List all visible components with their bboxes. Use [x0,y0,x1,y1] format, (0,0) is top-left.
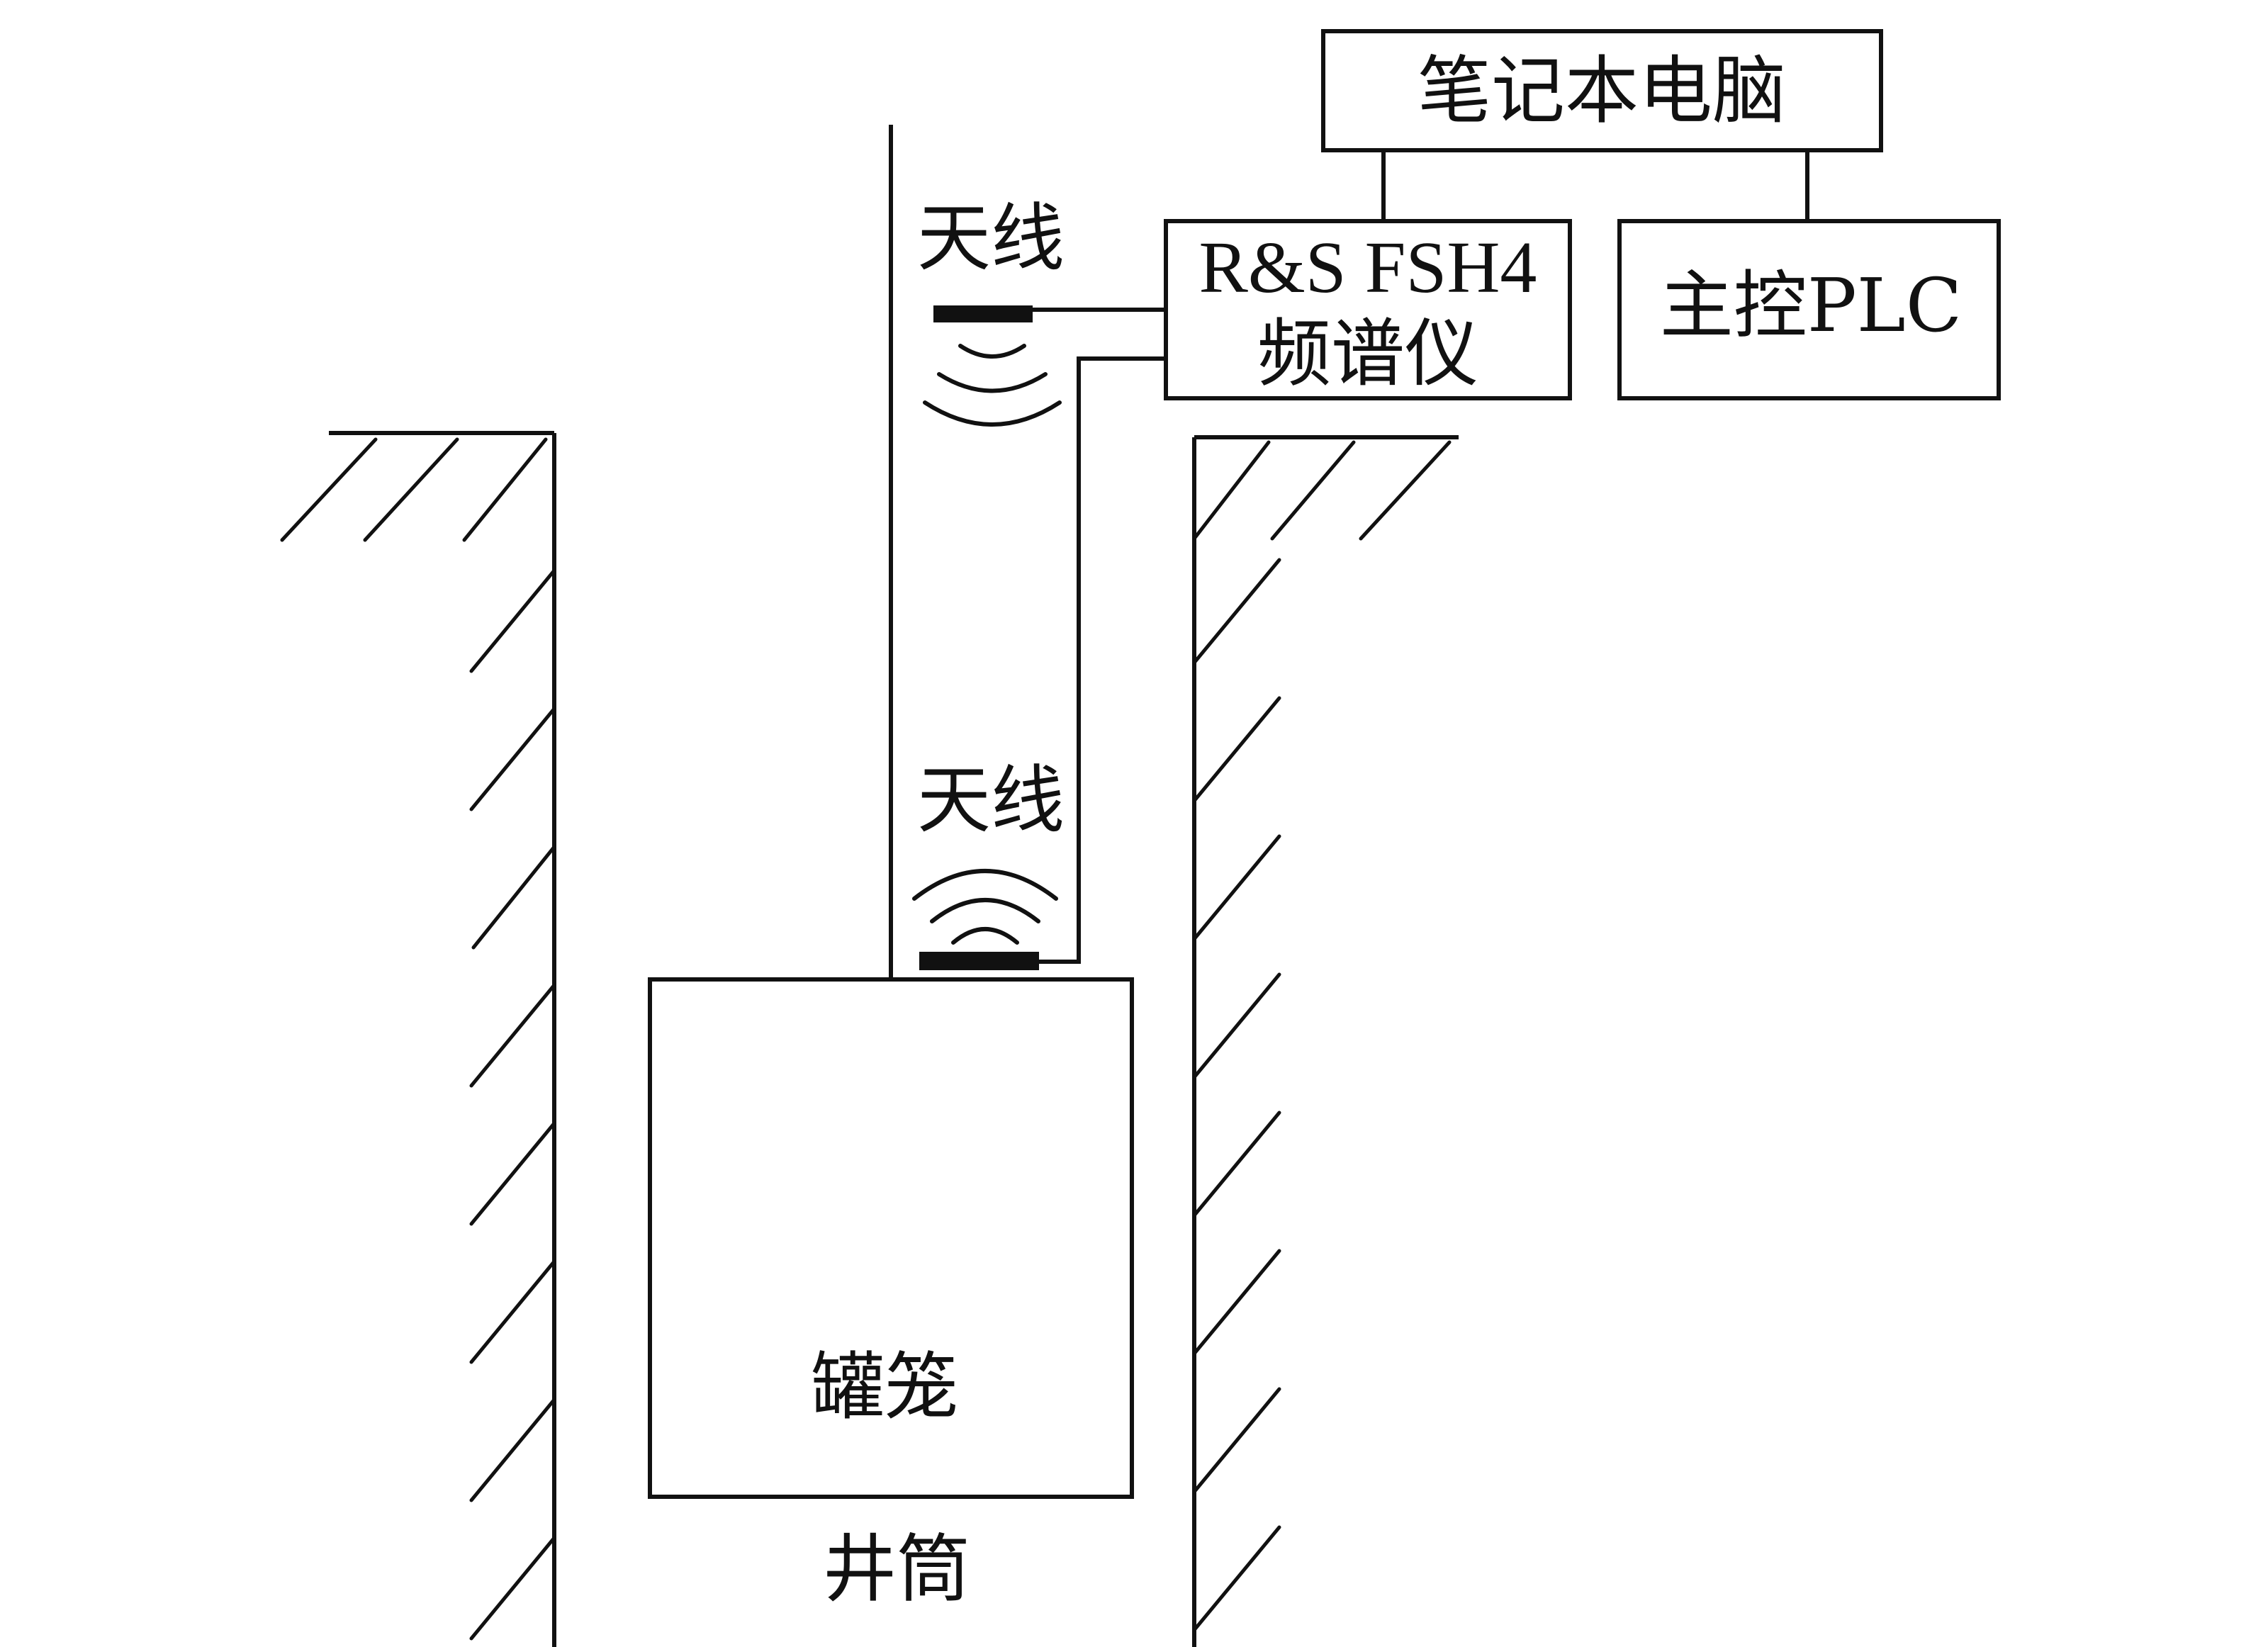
analyzer-type-label: 频谱仪 [1257,310,1478,397]
shaft-label: 井筒 [823,1526,970,1612]
antenna-top-label: 天线 [917,195,1065,281]
laptop-box [1321,29,1883,152]
antenna-top [933,305,1033,322]
plc-label: 主控PLC [1660,262,1963,349]
main-plc-box [1617,219,2001,400]
spectrum-analyzer-box [1164,219,1572,400]
antenna-bottom-label: 天线 [917,757,1065,843]
analyzer-to-bottom-antenna-cable [1039,356,1166,964]
cage-box [648,977,1134,1499]
right-shaft-wall [1192,435,1459,1647]
analyzer-model-label: R&S FSH4 [1199,227,1537,308]
cage-label: 罐笼 [811,1344,958,1430]
antenna-bottom-waves [912,869,1058,945]
laptop-label: 笔记本电脑 [1418,47,1786,134]
antenna-bottom [919,952,1039,970]
antenna-top-waves [923,344,1062,427]
left-shaft-wall [280,431,556,1647]
